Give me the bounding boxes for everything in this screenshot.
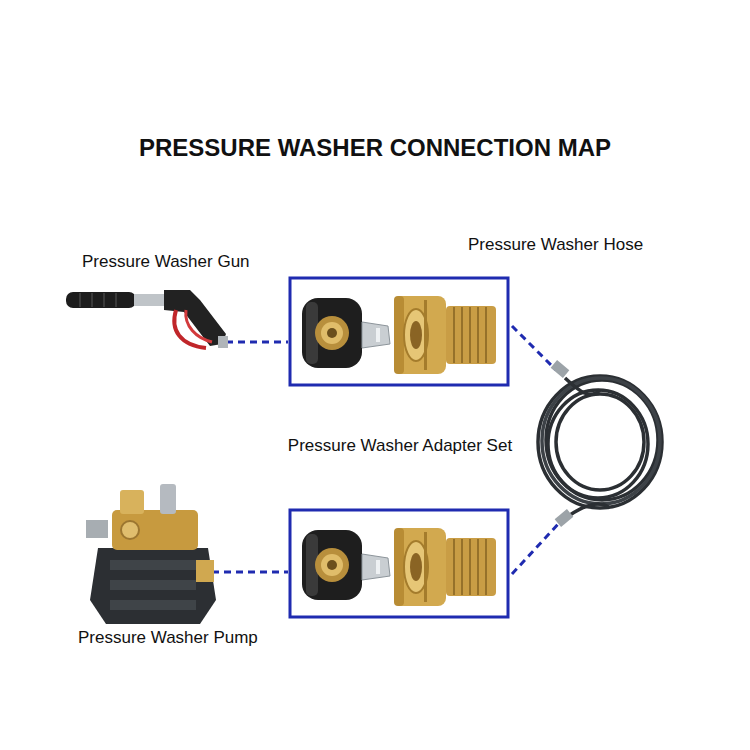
pressure-washer-pump xyxy=(86,484,216,624)
component-label: Pressure Washer Hose xyxy=(468,235,679,255)
component-label: Pressure Washer Pump xyxy=(78,628,299,648)
hose-fitting xyxy=(555,509,574,527)
component-label: Pressure Washer Gun xyxy=(82,252,293,272)
pressure-washer-gun xyxy=(66,290,228,348)
pressure-washer-hose xyxy=(538,376,662,515)
group-label: Pressure Washer Adapter Set xyxy=(288,436,512,456)
pump-node: Pressure Washer Pump xyxy=(70,480,299,648)
gun-node: Pressure Washer Gun xyxy=(74,252,293,364)
lower-adapter-box xyxy=(290,510,508,617)
upper-adapter-box xyxy=(290,278,508,385)
hose-fitting xyxy=(551,360,570,378)
hose-node: Pressure Washer Hose xyxy=(460,235,679,525)
dashed-connection-lines xyxy=(212,326,560,574)
diagram-title: PRESSURE WASHER CONNECTION MAP xyxy=(0,133,750,163)
